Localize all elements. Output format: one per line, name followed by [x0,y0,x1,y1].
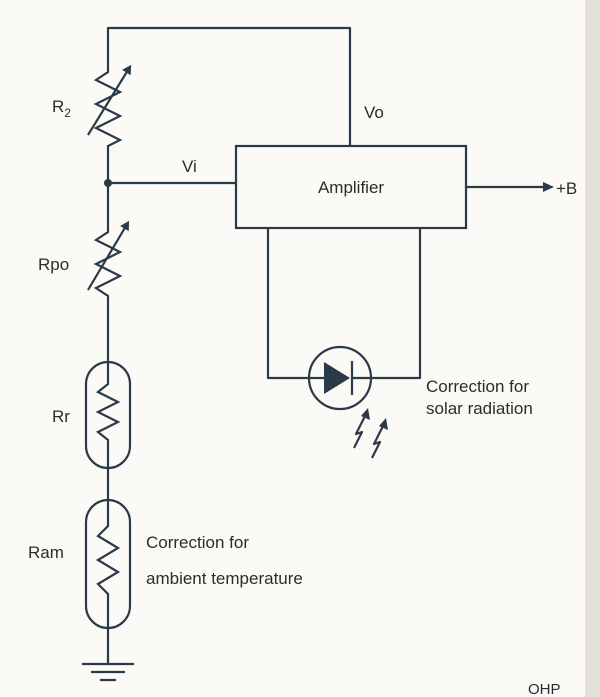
page-edge [585,0,600,697]
rpo-variable-resistor [87,183,130,362]
output-wire [466,182,554,192]
ambient-correction-line1: Correction for [146,533,249,552]
rr-label: Rr [52,407,70,426]
ram-thermistor [84,498,132,630]
solar-correction-line2: solar radiation [426,399,533,418]
light-rays-icon [353,408,388,459]
diode-loop-left-wire [266,228,310,380]
vi-label: Vi [182,157,197,176]
output-b-label: +B [556,179,577,198]
feedback-wire [106,26,352,146]
ground-symbol [82,628,134,682]
diode-loop-right-wire [370,228,422,380]
vo-label: Vo [364,103,384,122]
solar-correction-line1: Correction for [426,377,529,396]
corner-label: OHP [528,681,561,697]
r2-variable-resistor [87,60,132,183]
rr-thermistor [84,360,132,470]
photodiode [307,345,373,411]
rpo-label: Rpo [38,255,69,274]
ambient-correction-line2: ambient temperature [146,569,303,588]
amplifier-label: Amplifier [318,178,384,197]
r2-label: R2 [52,97,71,120]
ram-label: Ram [28,543,64,562]
